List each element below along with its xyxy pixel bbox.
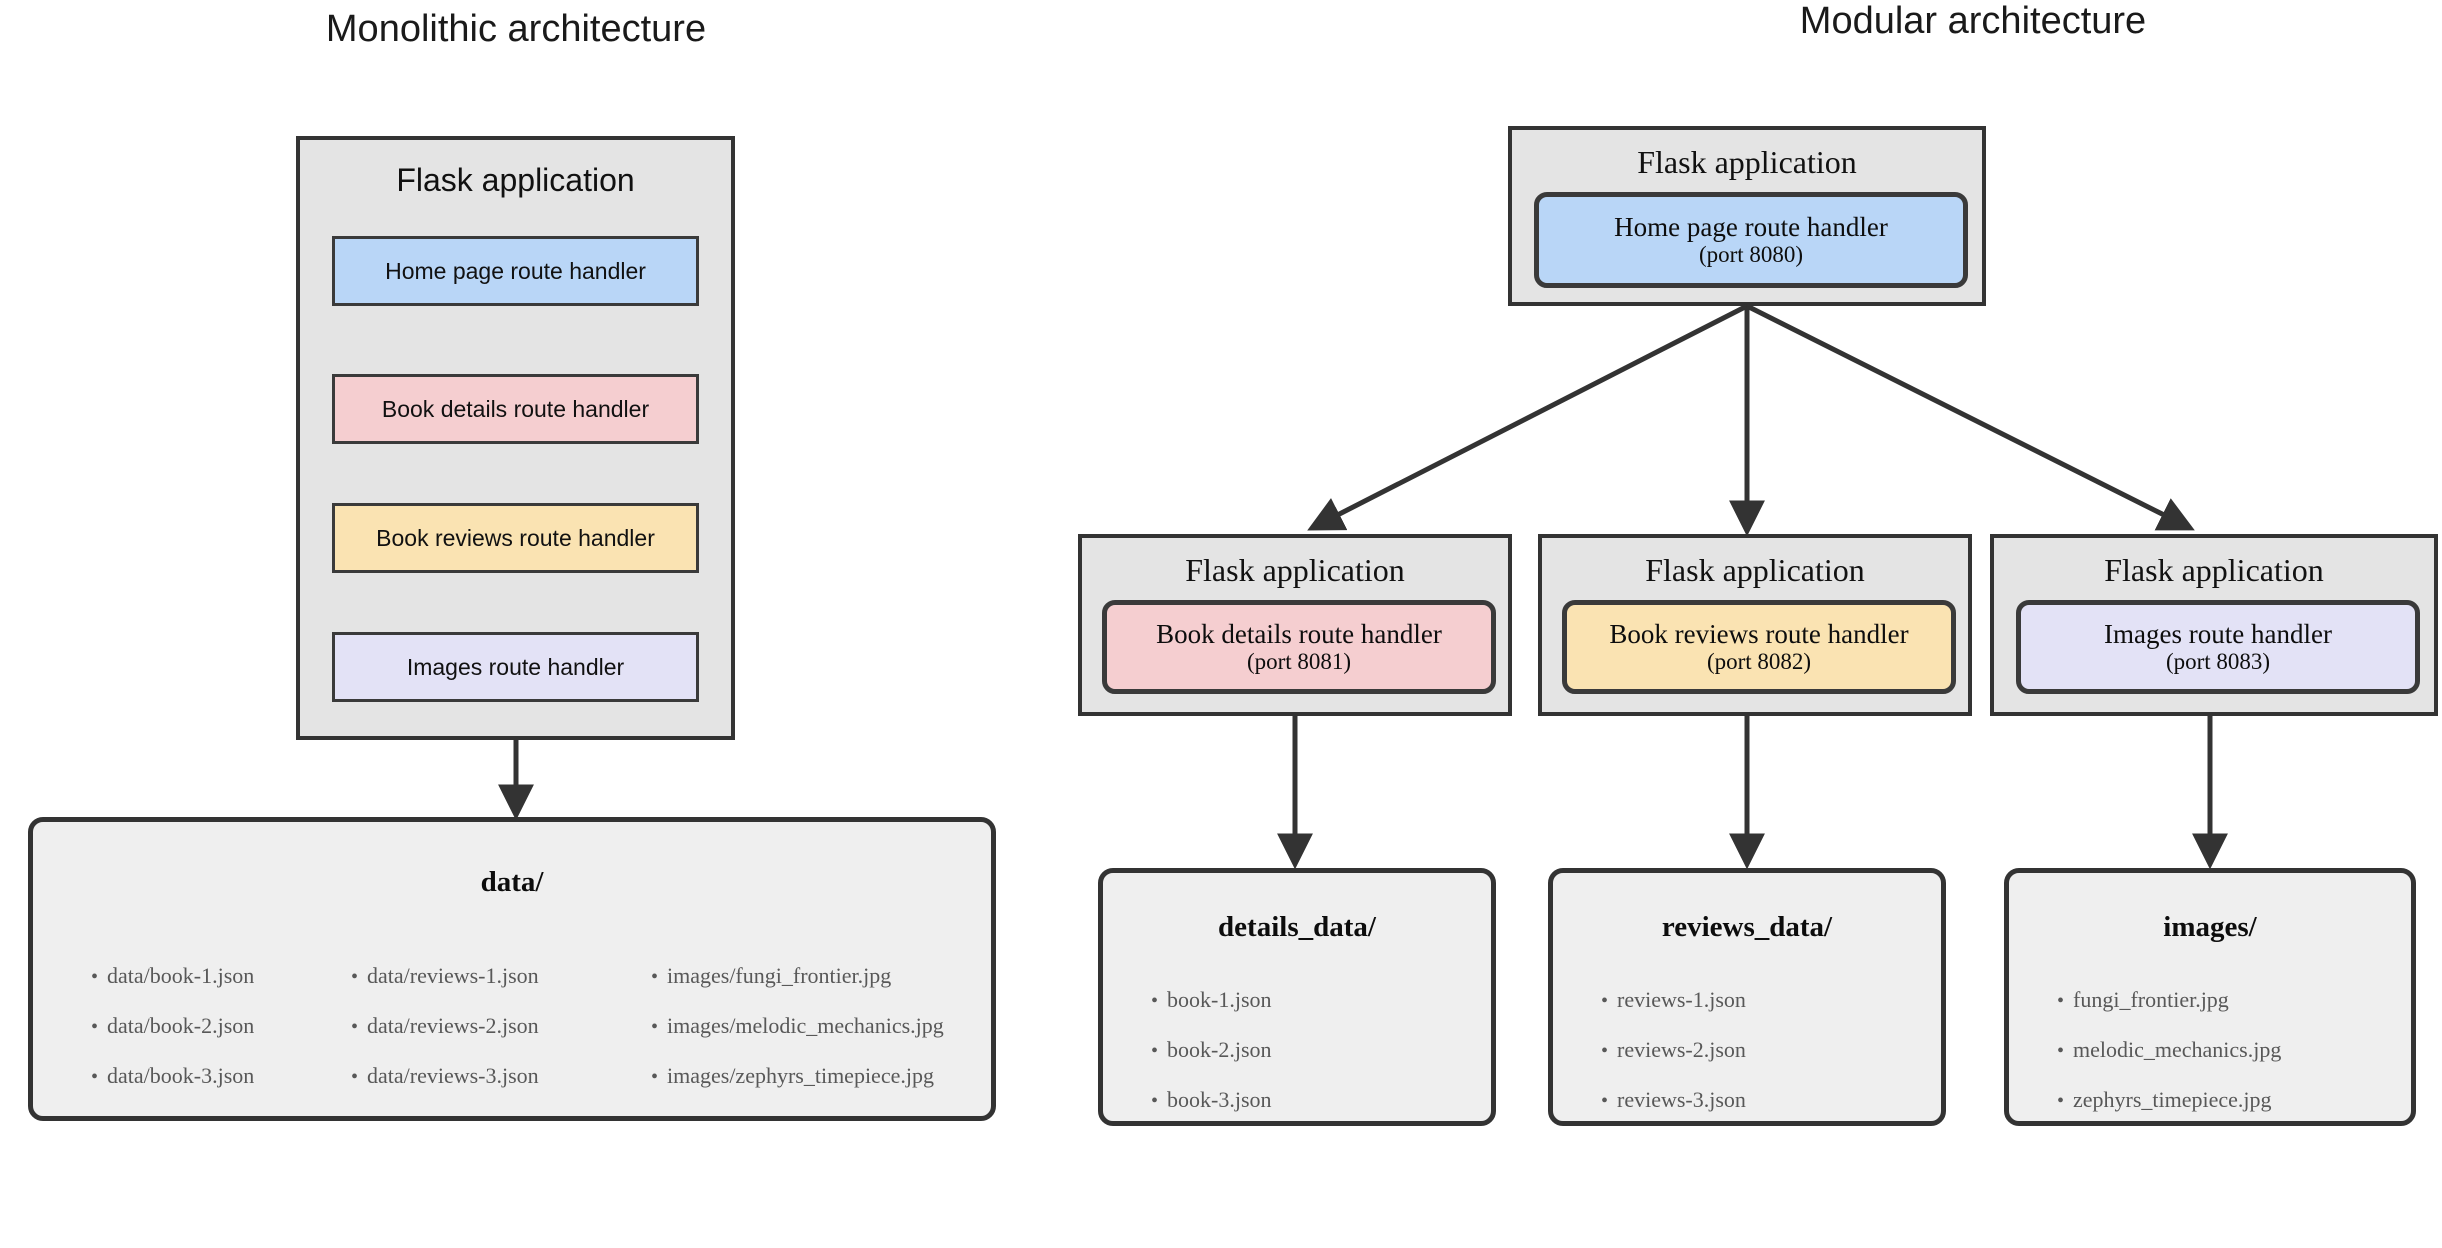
folder-column-books: data/book-1.json data/book-2.json data/b… — [91, 965, 254, 1115]
handler-book-reviews-route-8082[interactable]: Book reviews route handler (port 8082) — [1562, 600, 1956, 694]
handler-book-details-route[interactable]: Book details route handler — [332, 374, 699, 444]
handler-name: Home page route handler — [1614, 212, 1888, 242]
modular-service-flask-application-box-details: Flask application Book details route han… — [1078, 534, 1512, 716]
folder-title-details-data: details_data/ — [1218, 911, 1376, 943]
list-item: images/melodic_mechanics.jpg — [651, 1015, 944, 1037]
monolithic-app-label: Flask application — [396, 162, 635, 198]
list-item: book-1.json — [1151, 989, 1272, 1011]
page-title-modular: Modular architecture — [1799, 0, 2147, 42]
list-item: data/book-2.json — [91, 1015, 254, 1037]
arrow-root-to-details — [1307, 303, 1749, 531]
folder-box-details-data: details_data/ book-1.json book-2.json bo… — [1098, 868, 1496, 1126]
handler-home-page-route[interactable]: Home page route handler — [332, 236, 699, 306]
list-item: reviews-2.json — [1601, 1039, 1746, 1061]
folder-title-reviews-data: reviews_data/ — [1661, 911, 1833, 943]
handler-port: (port 8083) — [2165, 649, 2271, 675]
folder-box-images: images/ fungi_frontier.jpg melodic_mecha… — [2004, 868, 2416, 1126]
page-title-monolithic: Monolithic architecture — [325, 8, 707, 50]
folder-items-reviews-data: reviews-1.json reviews-2.json reviews-3.… — [1601, 989, 1746, 1139]
list-item: images/zephyrs_timepiece.jpg — [651, 1065, 944, 1087]
handler-port: (port 8080) — [1698, 242, 1804, 268]
list-item: zephyrs_timepiece.jpg — [2057, 1089, 2281, 1111]
folder-column-images: images/fungi_frontier.jpg images/melodic… — [651, 965, 944, 1115]
handler-images-route-8083[interactable]: Images route handler (port 8083) — [2016, 600, 2420, 694]
monolithic-flask-application-box: Flask application Home page route handle… — [296, 136, 735, 740]
list-item: data/book-3.json — [91, 1065, 254, 1087]
folder-column-reviews: data/reviews-1.json data/reviews-2.json … — [351, 965, 539, 1115]
modular-service-app-label: Flask application — [1645, 552, 1865, 588]
list-item: fungi_frontier.jpg — [2057, 989, 2281, 1011]
list-item: book-2.json — [1151, 1039, 1272, 1061]
list-item: reviews-1.json — [1601, 989, 1746, 1011]
handler-home-page-route-8080[interactable]: Home page route handler (port 8080) — [1534, 192, 1968, 288]
modular-root-flask-application-box: Flask application Home page route handle… — [1508, 126, 1986, 306]
list-item: data/book-1.json — [91, 965, 254, 987]
list-item: reviews-3.json — [1601, 1089, 1746, 1111]
modular-root-app-label: Flask application — [1637, 144, 1857, 180]
list-item: data/reviews-1.json — [351, 965, 539, 987]
list-item: data/reviews-2.json — [351, 1015, 539, 1037]
list-item: book-3.json — [1151, 1089, 1272, 1111]
handler-book-details-route-8081[interactable]: Book details route handler (port 8081) — [1102, 600, 1496, 694]
folder-items-images: fungi_frontier.jpg melodic_mechanics.jpg… — [2057, 989, 2281, 1139]
handler-port: (port 8082) — [1706, 649, 1812, 675]
handler-port: (port 8081) — [1246, 649, 1352, 675]
modular-service-flask-application-box-reviews: Flask application Book reviews route han… — [1538, 534, 1972, 716]
list-item: images/fungi_frontier.jpg — [651, 965, 944, 987]
list-item: melodic_mechanics.jpg — [2057, 1039, 2281, 1061]
handler-book-reviews-route[interactable]: Book reviews route handler — [332, 503, 699, 573]
handler-name: Images route handler — [2104, 619, 2332, 649]
arrow-root-to-images — [1745, 303, 2195, 531]
folder-box-data: data/ data/book-1.json data/book-2.json … — [28, 817, 996, 1121]
handler-images-route[interactable]: Images route handler — [332, 632, 699, 702]
handler-name: Book reviews route handler — [1609, 619, 1909, 649]
modular-service-app-label: Flask application — [2104, 552, 2324, 588]
folder-title-images: images/ — [2163, 911, 2257, 943]
folder-box-reviews-data: reviews_data/ reviews-1.json reviews-2.j… — [1548, 868, 1946, 1126]
handler-name: Book details route handler — [1156, 619, 1442, 649]
folder-title-data: data/ — [480, 866, 544, 898]
list-item: data/reviews-3.json — [351, 1065, 539, 1087]
folder-items-details-data: book-1.json book-2.json book-3.json — [1151, 989, 1272, 1139]
modular-service-flask-application-box-images: Flask application Images route handler (… — [1990, 534, 2438, 716]
modular-service-app-label: Flask application — [1185, 552, 1405, 588]
